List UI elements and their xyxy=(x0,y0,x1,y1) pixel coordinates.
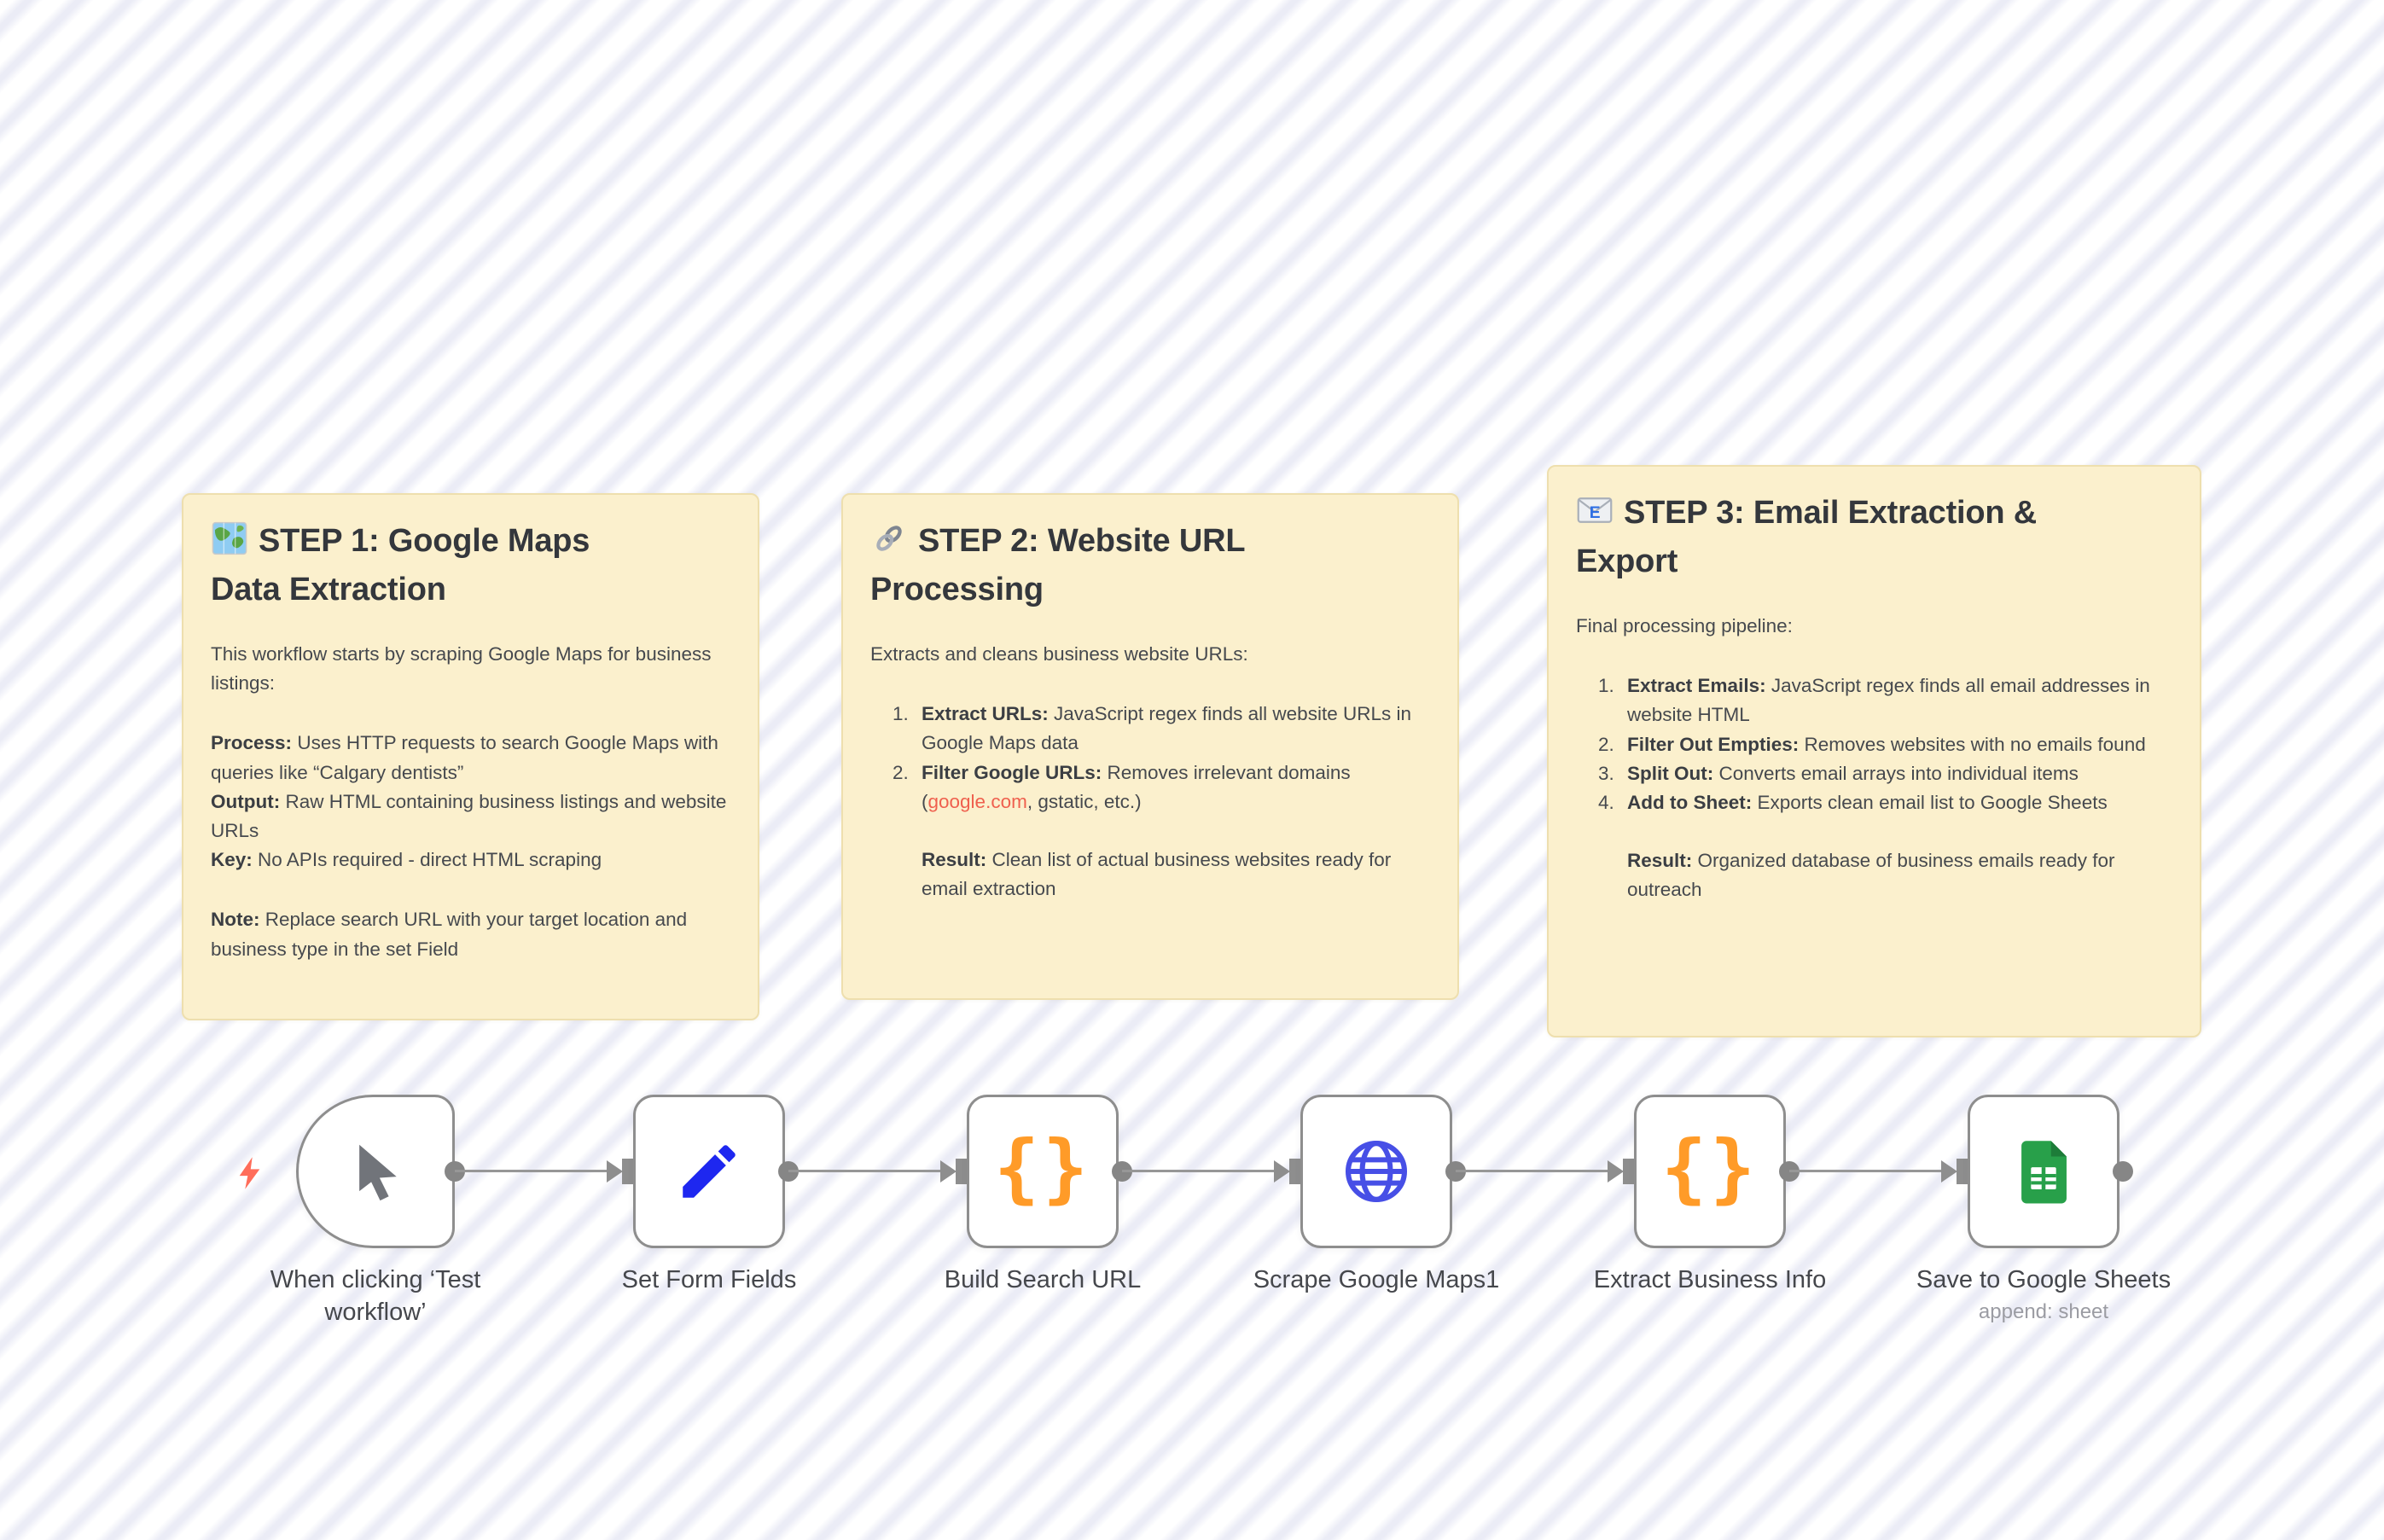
note-title-text: Processing xyxy=(870,572,1044,607)
email-icon: E xyxy=(1576,491,1614,529)
node-label-manual-trigger: When clicking ‘Test workflow’ xyxy=(270,1266,481,1326)
note-footnote: Note: Replace search URL with your targe… xyxy=(211,909,688,960)
connection-wire xyxy=(1789,1170,1941,1172)
node-label-save-google-sheets: Save to Google Sheets xyxy=(1916,1266,2172,1293)
list-item: 1. Extract Emails: JavaScript regex find… xyxy=(1598,675,2150,726)
list-item: 2. Filter Google URLs: Removes irrelevan… xyxy=(893,761,1351,812)
node-build-search-url[interactable]: {} xyxy=(967,1095,1119,1248)
output-port[interactable] xyxy=(2113,1161,2133,1182)
node-label-set-form-fields: Set Form Fields xyxy=(621,1266,797,1293)
connection-wire xyxy=(788,1170,940,1172)
note-title: STEP 2: Website URL Processing xyxy=(870,517,1430,614)
note-fields: Process: Uses HTTP requests to search Go… xyxy=(211,732,727,871)
connection-wire xyxy=(455,1170,607,1172)
connection-wire xyxy=(1456,1170,1608,1172)
input-port-arrow xyxy=(940,1160,957,1183)
cursor-icon xyxy=(342,1138,409,1205)
list-item: 2. Filter Out Empties: Removes websites … xyxy=(1598,733,2146,755)
sticky-note-step1[interactable]: STEP 1: Google Maps Data Extraction This… xyxy=(182,493,759,1020)
braces-icon: {} xyxy=(994,1124,1091,1212)
node-extract-business-info[interactable]: {} xyxy=(1634,1095,1786,1248)
note-title: E STEP 3: Email Extraction & Export xyxy=(1576,489,2172,586)
braces-icon: {} xyxy=(1661,1124,1759,1212)
note-title-text: STEP 3: Email Extraction & xyxy=(1624,495,2038,531)
connection-wire xyxy=(1122,1170,1274,1172)
input-port[interactable] xyxy=(956,1159,967,1184)
note-title: STEP 1: Google Maps Data Extraction xyxy=(211,517,730,614)
node-set-form-fields[interactable] xyxy=(633,1095,785,1248)
link-icon xyxy=(870,520,908,557)
node-label-extract-business-info: Extract Business Info xyxy=(1593,1266,1827,1293)
pencil-icon xyxy=(674,1136,744,1206)
note-numbered-list: 1. Extract Emails: JavaScript regex find… xyxy=(1576,671,2172,817)
node-manual-trigger[interactable] xyxy=(296,1095,455,1248)
sticky-note-step3[interactable]: E STEP 3: Email Extraction & Export Fina… xyxy=(1547,465,2201,1037)
note-numbered-list: 1. Extract URLs: JavaScript regex finds … xyxy=(870,700,1430,816)
note-result: Result: Organized database of business e… xyxy=(1627,850,2115,901)
note-intro: Extracts and cleans business website URL… xyxy=(870,643,1248,665)
trigger-bolt-icon xyxy=(230,1154,270,1193)
note-intro: This workflow starts by scraping Google … xyxy=(211,643,712,694)
node-save-google-sheets[interactable] xyxy=(1968,1095,2119,1248)
note-title-text: Data Extraction xyxy=(211,572,446,607)
input-port[interactable] xyxy=(1623,1159,1634,1184)
input-port[interactable] xyxy=(1957,1159,1968,1184)
list-item: 1. Extract URLs: JavaScript regex finds … xyxy=(893,703,1411,754)
node-scrape-google-maps[interactable] xyxy=(1300,1095,1452,1248)
node-sublabel-append-sheet: append: sheet xyxy=(1978,1300,2109,1323)
input-port-arrow xyxy=(1941,1160,1957,1183)
input-port-arrow xyxy=(607,1160,623,1183)
note-title-text: STEP 1: Google Maps xyxy=(259,523,590,559)
input-port-arrow xyxy=(1608,1160,1624,1183)
world-map-icon xyxy=(211,520,248,557)
globe-icon xyxy=(1340,1135,1413,1208)
note-result: Result: Clean list of actual business we… xyxy=(922,848,1392,900)
node-label-build-search-url: Build Search URL xyxy=(944,1266,1142,1293)
input-port[interactable] xyxy=(1289,1159,1300,1184)
svg-text:E: E xyxy=(1590,504,1601,522)
note-intro: Final processing pipeline: xyxy=(1576,615,1793,636)
sticky-note-step2[interactable]: STEP 2: Website URL Processing Extracts … xyxy=(841,493,1459,1000)
node-label-scrape-google-maps: Scrape Google Maps1 xyxy=(1253,1266,1500,1293)
google-sheets-icon xyxy=(2008,1136,2079,1207)
note-title-text: Export xyxy=(1576,543,1678,579)
note-title-text: STEP 2: Website URL xyxy=(918,523,1246,559)
input-port[interactable] xyxy=(622,1159,633,1184)
input-port-arrow xyxy=(1274,1160,1290,1183)
list-item: 4. Add to Sheet: Exports clean email lis… xyxy=(1598,791,2108,813)
google-com-link[interactable]: google.com xyxy=(927,790,1027,812)
list-item: 3. Split Out: Converts email arrays into… xyxy=(1598,762,2079,784)
